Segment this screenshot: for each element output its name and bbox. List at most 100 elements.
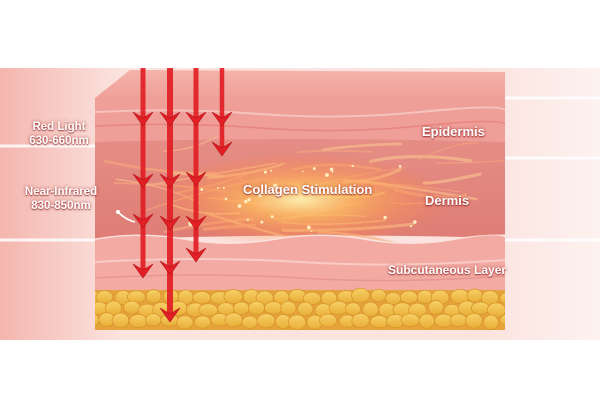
sparkle: [246, 218, 250, 221]
sparkle: [329, 167, 334, 172]
sparkle: [260, 220, 264, 224]
near-infrared-pointer-dot: [116, 210, 120, 214]
fat-cell: [194, 315, 211, 329]
fat-cell: [233, 301, 250, 315]
sparkle: [412, 220, 417, 224]
epidermis-label: Epidermis: [422, 124, 485, 139]
fat-cell: [264, 301, 283, 315]
fat-cell: [344, 302, 362, 316]
fat-cell: [224, 312, 243, 328]
fat-cell: [248, 300, 266, 316]
fat-cell: [241, 315, 258, 329]
sparkle: [270, 169, 273, 172]
sparkle: [383, 215, 387, 220]
fat-cell: [287, 314, 307, 330]
collagen-fiber: [434, 158, 505, 164]
fat-cell: [256, 313, 276, 329]
arrow-head: [159, 173, 181, 189]
sparkle: [263, 170, 267, 174]
sparkle: [270, 215, 274, 219]
fat-cell: [416, 289, 434, 305]
sparkle: [302, 170, 304, 173]
fat-cell: [319, 313, 338, 328]
fat-cell: [280, 300, 297, 316]
near-infrared-label: Near-Infrared 830-850nm: [6, 185, 116, 214]
fat-cell: [351, 287, 370, 304]
fat-cell: [470, 301, 490, 315]
sparkle: [331, 171, 334, 173]
sparkle: [325, 173, 329, 177]
fat-cell: [176, 315, 194, 330]
arrow-head: [132, 263, 154, 279]
red-light-name: Red Light: [32, 121, 86, 133]
fat-cell: [369, 315, 389, 329]
red-arrow-icon: [159, 68, 181, 323]
arrow-head: [185, 247, 207, 263]
sparkle: [217, 186, 219, 189]
fat-cell: [418, 313, 435, 329]
fat-cells: [95, 287, 505, 330]
fat-cell: [499, 291, 505, 305]
fat-cell: [482, 314, 499, 330]
fat-cell: [400, 313, 420, 327]
collagen-glow: [150, 152, 450, 248]
collagen-sparkles: [188, 164, 417, 232]
fat-cell: [351, 312, 370, 328]
sparkle: [312, 167, 316, 171]
arrow-head: [159, 307, 181, 323]
fat-cell: [297, 301, 314, 317]
sparkle: [247, 198, 251, 202]
fat-cell: [198, 303, 219, 317]
subcutaneous-texture: [95, 274, 505, 282]
arrow-head: [185, 111, 207, 127]
red-light-label: Red Light 630-660nm: [14, 120, 104, 149]
sparkle: [272, 183, 278, 189]
near-infrared-range: 830-850nm: [31, 200, 91, 213]
arrow-head: [185, 171, 207, 187]
sparkle: [244, 199, 248, 204]
sparkle: [351, 164, 354, 168]
arrow-head: [159, 215, 181, 231]
collagen-fiber: [321, 142, 403, 152]
fat-cell: [145, 313, 162, 327]
arrow-head: [211, 111, 233, 127]
arrow-head: [211, 141, 233, 157]
arrow-head: [132, 173, 154, 189]
collagen-fiber: [418, 142, 479, 161]
fat-cell: [128, 314, 148, 328]
arrow-head: [159, 111, 181, 127]
epidermis-layer: [95, 98, 505, 143]
red-arrow-icon: [211, 68, 233, 157]
skin-top-surface: [95, 70, 505, 103]
arrow-head: [159, 260, 181, 276]
fat-cell: [499, 313, 505, 327]
arrow-head: [132, 213, 154, 229]
sparkle: [409, 225, 413, 228]
fat-cell: [465, 312, 483, 329]
fat-cell: [370, 288, 387, 303]
near-infrared-name: Near-Infrared: [24, 186, 98, 198]
red-arrow-icon: [132, 68, 154, 279]
dermis-label: Dermis: [425, 193, 470, 208]
sparkle: [224, 197, 228, 201]
fat-cell: [145, 289, 162, 304]
fat-cell: [466, 288, 483, 303]
sparkle: [222, 187, 225, 190]
arrow-head: [132, 111, 154, 127]
red-light-range: 630-660nm: [29, 135, 89, 148]
sparkle: [301, 196, 303, 198]
collagen-stimulation-label: Collagen Stimulation: [243, 182, 373, 197]
sparkle: [306, 225, 311, 230]
fat-cell: [223, 289, 243, 305]
fat-cell: [123, 300, 141, 315]
sparkle: [200, 188, 204, 192]
fat-cell: [385, 292, 402, 305]
light-arrows: [132, 68, 233, 323]
fat-cell: [192, 291, 212, 305]
arrow-head: [185, 215, 207, 231]
fat-cell: [449, 313, 468, 327]
red-arrow-icon: [185, 68, 207, 263]
fat-cell: [111, 312, 130, 329]
